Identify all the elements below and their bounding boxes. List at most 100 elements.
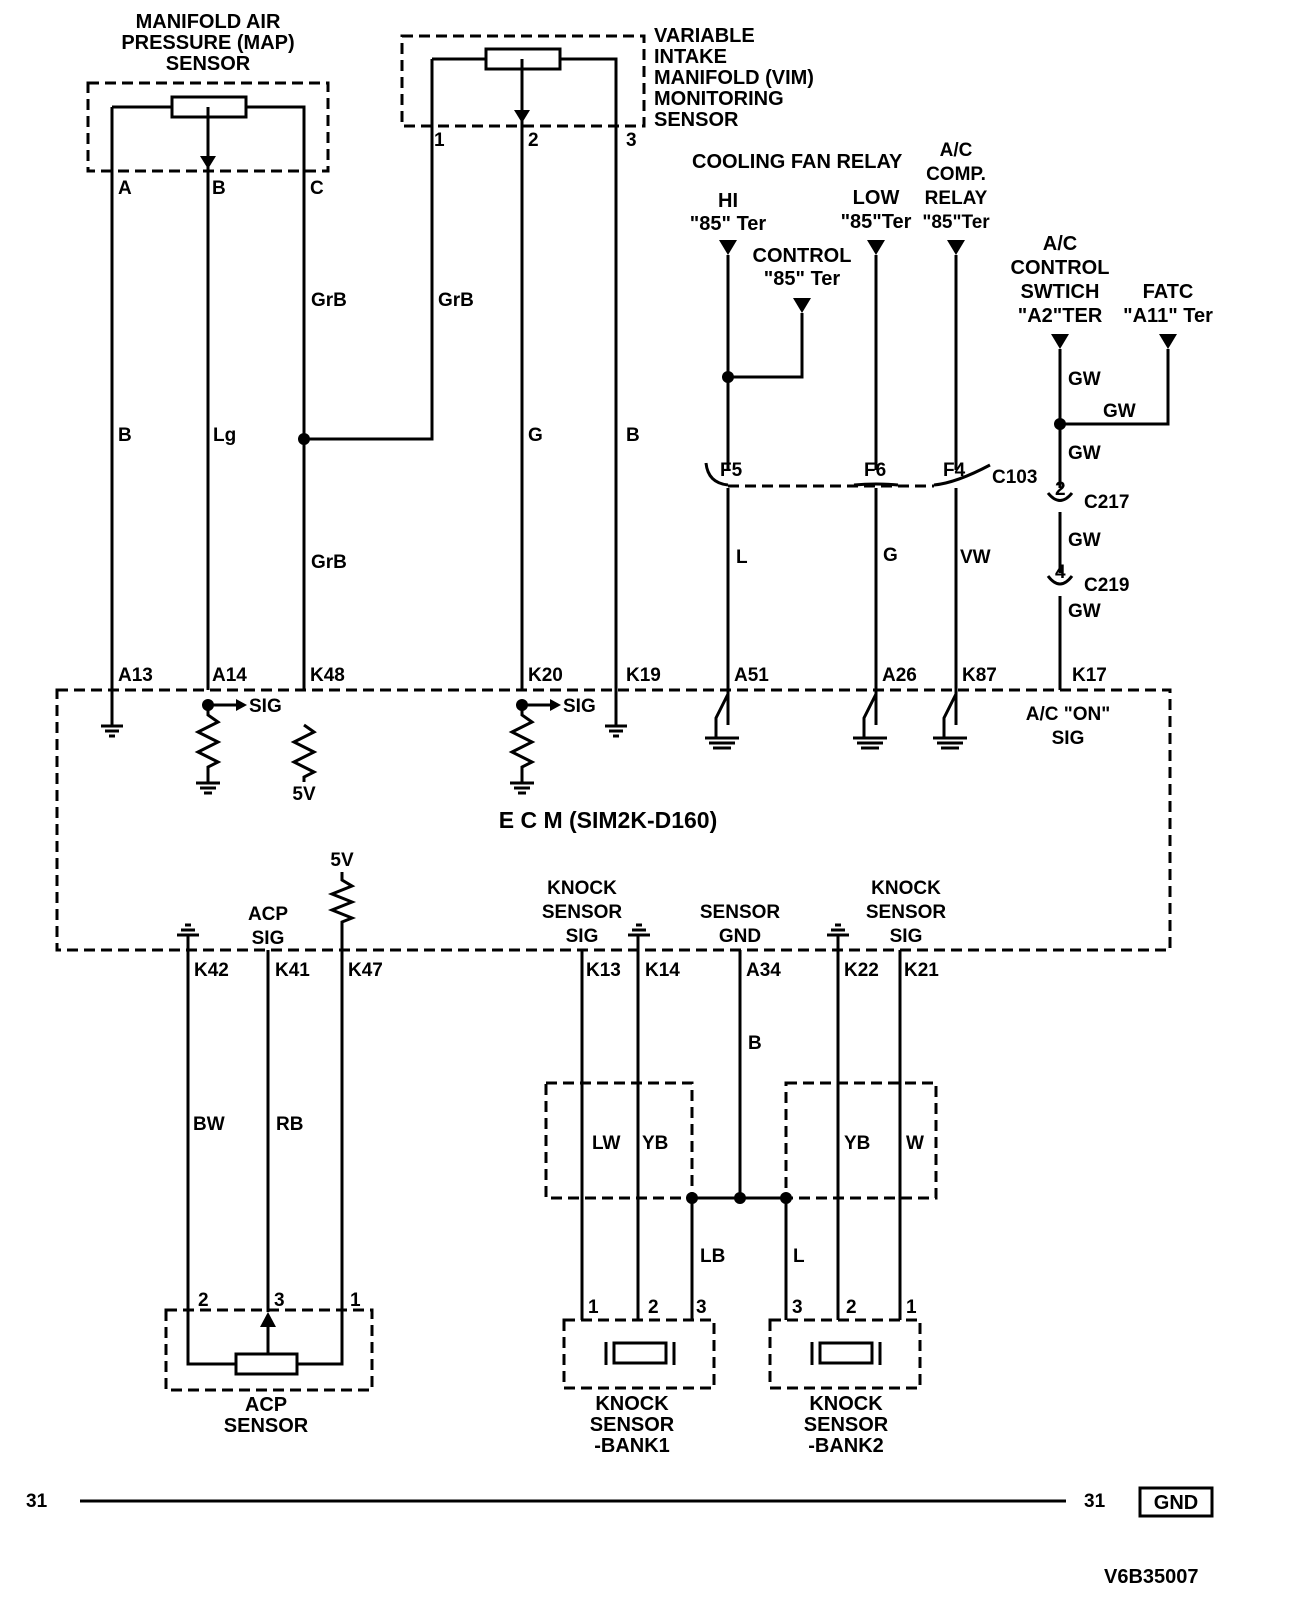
terminal-arrow [947,240,965,255]
terminal-arrow [719,240,737,255]
wire-color-vim-1: GrB [438,290,474,311]
sig-a14: SIG [249,696,282,717]
vim-pin-1: 1 [434,130,445,151]
map-sensor: MANIFOLD AIR PRESSURE (MAP) SENSOR A B C… [86,11,347,725]
ks2-pin-2: 2 [846,1297,857,1318]
ecm-title: E C M (SIM2K-D160) [499,807,718,833]
five-v-k47: 5V [330,850,354,871]
five-v-k48: 5V [292,784,316,805]
wire-color-ac-c217: GW [1068,530,1101,551]
wire-color-f4: VW [960,547,991,568]
terminal-arrow [867,240,885,255]
wire-color-ks2-left: YB [844,1133,870,1154]
map-sensor-label-3: SENSOR [166,53,251,75]
acp-pin-1: 1 [350,1290,361,1311]
footer: 31 31 GND V6B35007 [26,1486,1214,1588]
wire-color-ks1-right: YB [642,1133,668,1154]
figure-id: V6B35007 [1104,1566,1199,1588]
terminal-arrow [1051,334,1069,349]
ac-on-sig-1: A/C "ON" [1026,704,1111,725]
ac-comp-label-3: RELAY [925,188,988,209]
ecm-pin-a26: A26 [882,665,917,686]
connector-c103: C103 [992,467,1037,488]
wire-color-vim-3: B [626,425,640,446]
fan-low-label-1: LOW [853,187,900,209]
wire-color-ac-mid: GW [1068,443,1101,464]
map-pin-c: C [310,178,324,199]
ecm-pin-k13: K13 [586,960,621,981]
ecm-pin-a14: A14 [212,665,247,686]
fan-hi-label-1: HI [718,190,738,212]
ecm-pin-k21: K21 [904,960,939,981]
vim-sensor: VARIABLE INTAKE MANIFOLD (VIM) MONITORIN… [304,25,814,725]
vim-pin-2: 2 [528,130,539,151]
connector-f4: F4 [943,460,966,481]
sensor-gnd-2: GND [719,926,761,947]
ecm-pin-k48: K48 [310,665,345,686]
vim-label-2: INTAKE [654,46,727,68]
ecm-pin-k17: K17 [1072,665,1107,686]
ac-switch-label-1: A/C [1043,233,1077,255]
acp-sensor: BW RB 2 3 1 ACP SENSOR [164,935,374,1437]
cooling-fan-relay-title: COOLING FAN RELAY [692,151,903,173]
wire-color-k34: B [748,1033,762,1054]
vim-label-1: VARIABLE [654,25,755,47]
ecm-pin-k87: K87 [962,665,997,686]
wire-color-ac-c219: GW [1068,601,1101,622]
ecm-pin-a34: A34 [746,960,781,981]
wire-color-f5: L [736,547,748,568]
ks2-label-1: KNOCK [809,1393,883,1415]
ks1-label-1: KNOCK [595,1393,669,1415]
ecm-pin-k22: K22 [844,960,879,981]
connector-c217: C217 [1084,492,1129,513]
splice-dot [1054,418,1066,430]
ecm-pin-k41: K41 [275,960,310,981]
ks1-pin-1: 1 [588,1297,599,1318]
wire-color-map-a: B [118,425,132,446]
ks1-pin-3: 3 [696,1297,707,1318]
wire-color-map-b: Lg [213,425,236,446]
ac-comp-label-4: "85"Ter [922,212,990,233]
ks2-label-3: -BANK2 [808,1435,884,1457]
wire-color-ks2-right: W [906,1133,924,1154]
ks1-pin-2: 2 [648,1297,659,1318]
ac-control-section: A/C CONTROL SWTICH "A2"TER FATC "A11" Te… [1011,233,1213,690]
fan-low-label-2: "85"Ter [841,211,912,233]
ecm-box: E C M (SIM2K-D160) A13 A14 K48 K20 K19 A… [55,665,1172,981]
ks-sig-right-3: SIG [890,926,923,947]
wire-color-ac-sw: GW [1068,369,1101,390]
ecm-pin-a13: A13 [118,665,153,686]
fan-hi-label-2: "85" Ter [690,213,767,235]
c217-pin: 2 [1055,479,1066,500]
fatc-label-1: FATC [1143,281,1194,303]
ac-switch-label-3: SWTICH [1021,281,1100,303]
wire-color-f6: G [883,545,898,566]
map-pin-b: B [212,178,226,199]
fan-control-label-2: "85" Ter [764,268,841,290]
relay-section: COOLING FAN RELAY HI "85" Ter CONTROL "8… [690,140,1037,725]
map-sensor-label-2: PRESSURE (MAP) [121,32,294,54]
ks-sig-left-1: KNOCK [547,878,617,899]
wire-color-k42: BW [193,1114,225,1135]
ecm-pin-k47: K47 [348,960,383,981]
gnd-badge-box [1138,1486,1214,1518]
ks-sig-right-1: KNOCK [871,878,941,899]
terminal-arrow [793,298,811,313]
wire-color-ks2-gnd: L [793,1246,805,1267]
wire-color-ks1-gnd: LB [700,1246,725,1267]
acp-sig-1: ACP [248,904,288,925]
acp-pin-3: 3 [274,1290,285,1311]
ac-comp-label-2: COMP. [926,164,986,185]
map-pin-a: A [118,178,132,199]
connector-f5: F5 [720,460,743,481]
ac-switch-label-4: "A2"TER [1018,305,1103,327]
vim-label-3: MANIFOLD (VIM) [654,67,814,89]
ks-sig-right-2: SENSOR [866,902,947,923]
fatc-label-2: "A11" Ter [1123,305,1213,327]
splice-dot [722,371,734,383]
wire-color-k41: RB [276,1114,303,1135]
acp-label-1: ACP [245,1394,287,1416]
wire-color-map-c-upper: GrB [311,290,347,311]
acp-sig-2: SIG [252,928,285,949]
ecm-pin-k42: K42 [194,960,229,981]
